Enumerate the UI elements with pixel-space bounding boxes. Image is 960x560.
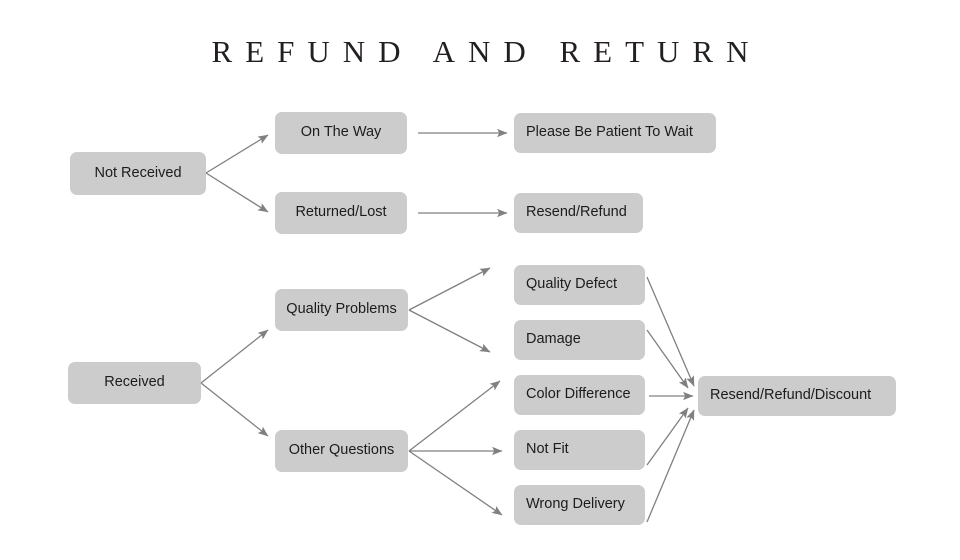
node-returned-lost-label: Returned/Lost [295,204,387,221]
node-received-label: Received [104,374,165,391]
node-received[interactable]: Received [68,362,201,404]
edge-received-to-quality-problems [200,329,269,384]
edge-other-questions-to-color-difference [408,380,501,452]
node-other-questions-label: Other Questions [288,442,395,459]
node-on-the-way[interactable]: On The Way [275,112,407,154]
node-quality-problems[interactable]: Quality Problems [275,289,408,331]
edge-not-received-to-on-the-way [205,134,269,174]
edge-quality-problems-to-damage [408,309,491,353]
node-not-fit-label: Not Fit [526,441,569,458]
node-quality-problems-label: Quality Problems [286,301,397,318]
node-damage[interactable]: Damage [514,320,645,360]
edge-not-fit-to-resend-refund-discount [646,407,689,466]
node-resend-refund[interactable]: Resend/Refund [514,193,643,233]
node-damage-label: Damage [526,331,581,348]
node-not-received[interactable]: Not Received [70,152,206,195]
node-resend-refund-label: Resend/Refund [526,204,627,221]
edge-other-questions-to-wrong-delivery [408,450,503,516]
node-please-be-patient-to-wait-label: Please Be Patient To Wait [526,124,693,141]
node-on-the-way-label: On The Way [300,124,382,141]
edge-damage-to-resend-refund-discount [646,329,689,389]
edge-not-received-to-returned-lost [205,172,269,213]
node-quality-defect[interactable]: Quality Defect [514,265,645,305]
node-quality-defect-label: Quality Defect [526,276,618,293]
node-wrong-delivery[interactable]: Wrong Delivery [514,485,645,525]
node-please-be-patient-to-wait[interactable]: Please Be Patient To Wait [514,113,716,153]
node-color-difference-label: Color Difference [526,386,631,403]
node-other-questions[interactable]: Other Questions [275,430,408,472]
edge-wrong-delivery-to-resend-refund-discount [646,409,695,523]
node-wrong-delivery-label: Wrong Delivery [526,496,625,513]
node-not-fit[interactable]: Not Fit [514,430,645,470]
node-returned-lost[interactable]: Returned/Lost [275,192,407,234]
edge-quality-problems-to-quality-defect [408,267,491,311]
node-resend-refund-discount[interactable]: Resend/Refund/Discount [698,376,896,416]
node-color-difference[interactable]: Color Difference [514,375,645,415]
edge-quality-defect-to-resend-refund-discount [646,276,695,387]
page-title: REFUND AND RETURN [211,34,762,69]
node-not-received-label: Not Received [94,164,182,181]
node-resend-refund-discount-label: Resend/Refund/Discount [710,387,872,404]
edge-received-to-other-questions [200,382,269,437]
